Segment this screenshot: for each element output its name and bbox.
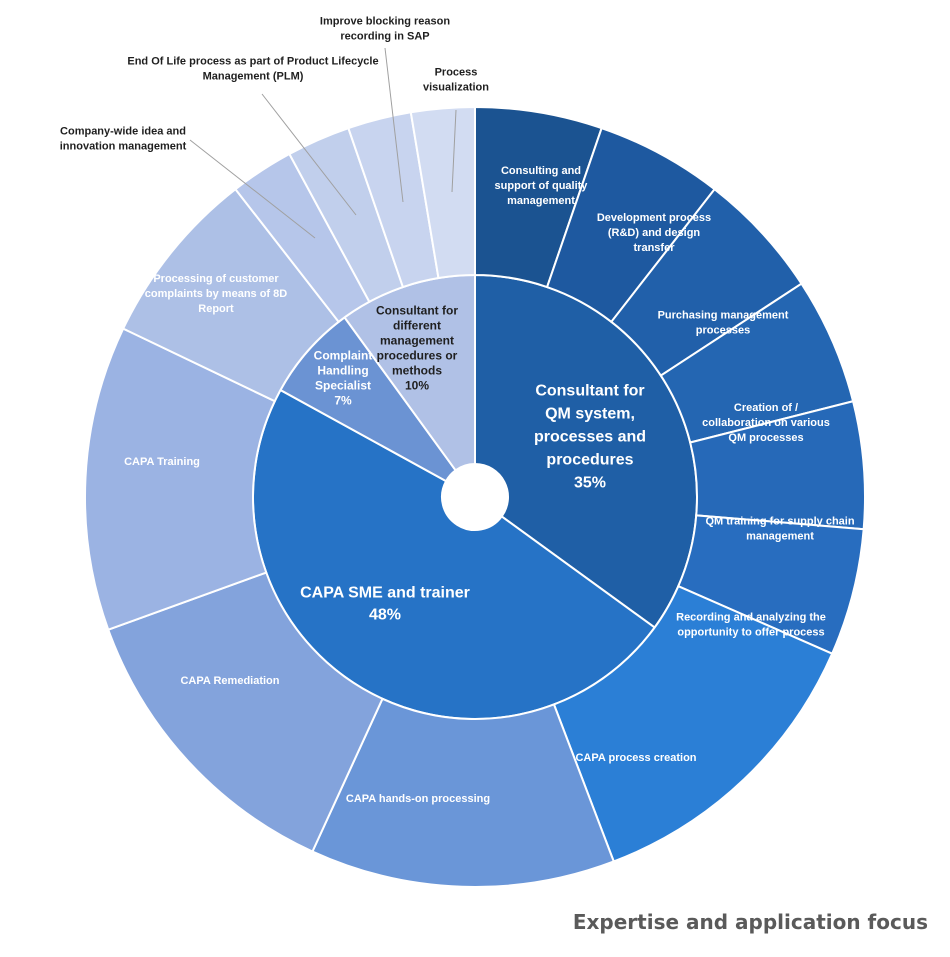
outer-segment — [409, 105, 476, 280]
outer-segment-label: CAPA hands-on processing — [346, 793, 490, 805]
center-hole — [442, 464, 508, 530]
outer-segment-callout-label: End Of Life process as part of Product L… — [127, 55, 378, 82]
outer-segment-label: CAPA process creation — [575, 752, 696, 764]
callout-leader-line — [451, 109, 457, 193]
outer-segment-label: CAPA Training — [124, 456, 200, 468]
callout-leader-line — [384, 47, 404, 203]
callout-leader-line — [189, 139, 316, 239]
callout-leader-line — [261, 93, 357, 216]
chart-title: Expertise and application focus — [572, 910, 928, 934]
outer-segment-label: CAPA Remediation — [180, 675, 279, 687]
